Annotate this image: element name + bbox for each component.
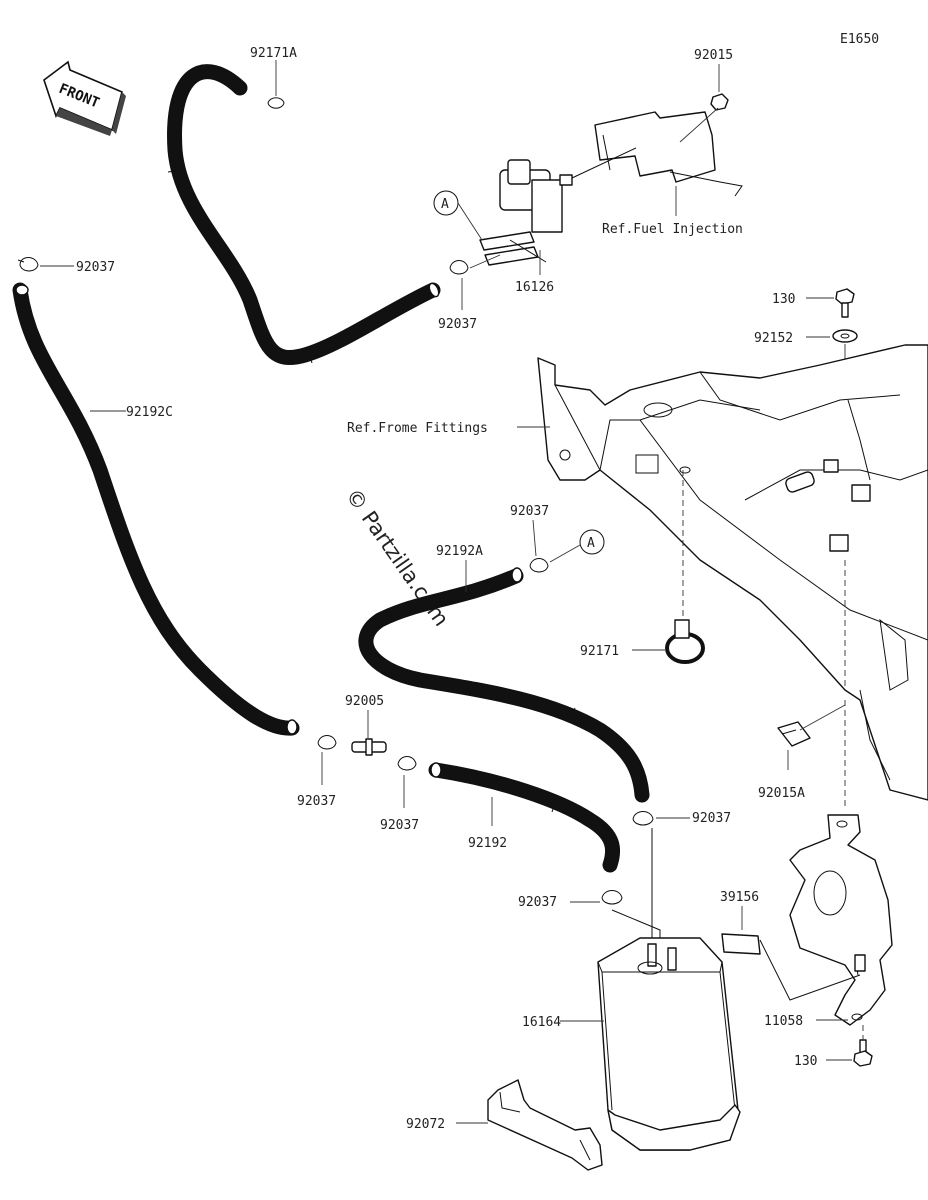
svg-text:A: A (587, 536, 595, 551)
label-92037-valve: 92037 (438, 317, 477, 332)
label-130-top: 130 (772, 292, 795, 307)
washer-92152 (832, 329, 858, 343)
bracket-92072 (487, 1079, 603, 1171)
clip-92037-left (17, 257, 39, 272)
bracket-11058 (789, 814, 893, 1026)
hose-92192 (428, 762, 620, 873)
callout-a-mid: A (579, 529, 605, 555)
label-92037-bm: 92037 (380, 818, 419, 833)
label-92037-bl: 92037 (297, 794, 336, 809)
frame-fittings (537, 344, 928, 801)
clamp-92171 (665, 619, 705, 664)
label-ref-fuel-injection: Ref.Fuel Injection (602, 222, 743, 237)
hose-92192B (167, 64, 441, 365)
label-92192C: 92192C (126, 405, 173, 420)
front-arrow-icon: FRONT (43, 60, 126, 136)
diagram-code: E1650 (840, 32, 879, 47)
label-92072: 92072 (406, 1117, 445, 1132)
nut-92015A (777, 721, 811, 747)
label-130-bottom: 130 (794, 1054, 817, 1069)
label-16164: 16164 (522, 1015, 561, 1030)
label-92015A: 92015A (758, 786, 805, 801)
hose-92192A (358, 567, 650, 803)
clip-92037-bl (317, 735, 337, 750)
canister-16164 (597, 937, 741, 1151)
label-92171A: 92171A (250, 46, 297, 61)
hose-92192C (12, 282, 300, 736)
clip-92037-bm (397, 756, 417, 771)
bolt-130-top (835, 288, 855, 318)
label-92192A: 92192A (436, 544, 483, 559)
bolt-130-bottom (853, 1039, 873, 1067)
clip-92037-right (632, 811, 654, 826)
label-92152: 92152 (754, 331, 793, 346)
clip-92171A (267, 97, 285, 109)
label-92015-top: 92015 (694, 48, 733, 63)
clip-92037-can (601, 890, 623, 905)
pad-39156 (721, 933, 761, 955)
valve-16126 (479, 159, 573, 266)
clip-92037-mid (529, 558, 549, 573)
label-92037-mid: 92037 (510, 504, 549, 519)
callout-a-top: A (433, 190, 459, 216)
joint-92005 (351, 738, 387, 756)
label-92037-left: 92037 (76, 260, 115, 275)
label-ref-frame-fittings: Ref.Frome Fittings (347, 421, 488, 436)
label-92171: 92171 (580, 644, 619, 659)
label-11058: 11058 (764, 1014, 803, 1029)
label-92037-right: 92037 (692, 811, 731, 826)
svg-text:A: A (441, 197, 449, 212)
label-92005: 92005 (345, 694, 384, 709)
bracket-fuel-injection (571, 111, 743, 197)
label-16126: 16126 (515, 280, 554, 295)
label-39156: 39156 (720, 890, 759, 905)
clip-92037-valve (449, 260, 469, 275)
label-92037-can: 92037 (518, 895, 557, 910)
label-92192: 92192 (468, 836, 507, 851)
nut-92015-top (710, 93, 729, 111)
